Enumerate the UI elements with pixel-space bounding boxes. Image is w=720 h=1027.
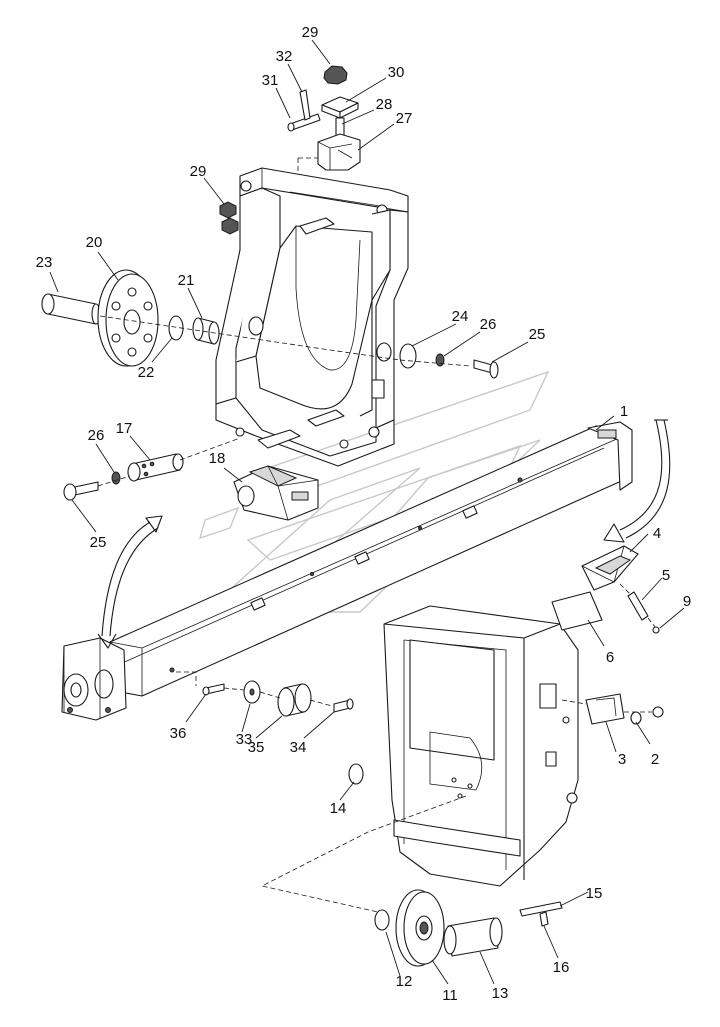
lower-sheave-group: [348, 763, 563, 967]
ring-14: [348, 763, 364, 785]
callout-25-right: 25: [529, 326, 546, 343]
callout-2: 2: [651, 751, 659, 768]
callout-5: 5: [662, 567, 670, 584]
callout-35: 35: [248, 739, 265, 756]
callout-27: 27: [396, 110, 413, 127]
plate-6: [551, 591, 603, 631]
clamp-assembly: [287, 65, 361, 190]
callout-1: 1: [620, 403, 628, 420]
callout-34: 34: [290, 739, 307, 756]
upper-frame: [215, 167, 409, 467]
callout-6: 6: [606, 649, 614, 666]
callout-13: 13: [492, 985, 509, 1002]
sheave-group: [41, 269, 401, 367]
callout-12: 12: [396, 973, 413, 990]
callout-16: 16: [553, 959, 570, 976]
direction-arrows: [97, 419, 671, 649]
right-adaptor: [551, 545, 664, 725]
pin-23: [47, 293, 97, 325]
callout-21: 21: [178, 272, 195, 289]
callout-36: 36: [170, 725, 187, 742]
callout-3: 3: [618, 751, 626, 768]
callout-labels: 1 2 3 4 5 6 9 11 12 13 14 15 16 17 18 20…: [36, 24, 692, 1004]
plate-15: [519, 901, 563, 917]
callout-24: 24: [452, 308, 469, 325]
washer-24: [399, 343, 417, 369]
callout-14: 14: [330, 800, 347, 817]
callout-28: 28: [376, 96, 393, 113]
ring-12: [374, 909, 390, 931]
left-pin-group: [63, 437, 241, 501]
bracket-3: [585, 693, 625, 725]
block-18: [233, 465, 319, 521]
callout-31: 31: [262, 72, 279, 89]
nuts-29: [219, 201, 239, 235]
leader-lines: [49, 39, 685, 985]
callout-32: 32: [276, 48, 293, 65]
callout-17: 17: [116, 420, 133, 437]
callout-22: 22: [138, 364, 155, 381]
pin-5: [627, 591, 649, 621]
callout-33: 33: [236, 731, 253, 748]
screw-16: [539, 911, 549, 927]
callout-20: 20: [86, 234, 103, 251]
callout-26-left: 26: [88, 427, 105, 444]
pin-32: [299, 89, 311, 121]
callout-29-left: 29: [190, 163, 207, 180]
block-27: [317, 133, 361, 171]
callout-15: 15: [586, 885, 603, 902]
washer-26-left: [111, 471, 121, 485]
callout-25-left: 25: [90, 534, 107, 551]
beam-end-parts: [176, 671, 354, 717]
callout-29-top: 29: [302, 24, 319, 41]
callout-9: 9: [683, 593, 691, 610]
washer-26: [435, 353, 445, 367]
callout-26-right: 26: [480, 316, 497, 333]
nut-29-top: [323, 65, 348, 85]
callout-11: 11: [442, 987, 458, 1004]
callout-30: 30: [388, 64, 405, 81]
beam-head: [61, 637, 127, 721]
callout-23: 23: [36, 254, 53, 271]
right-pin-group: [399, 343, 499, 379]
callout-18: 18: [209, 450, 226, 467]
lower-housing: [260, 605, 579, 913]
callout-4: 4: [653, 525, 661, 542]
